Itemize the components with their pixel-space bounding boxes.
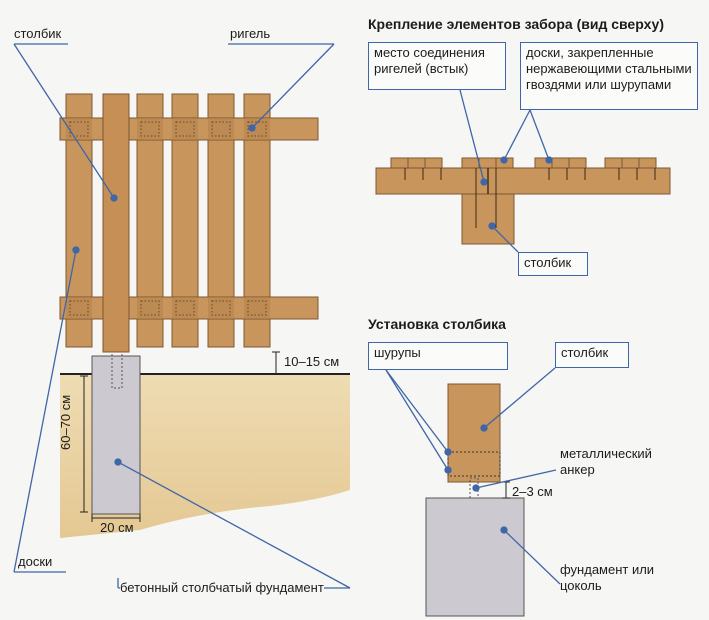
label-gap-install: 2–3 см: [512, 484, 553, 499]
install-foundation: [425, 497, 525, 617]
install-gap-dimension: [502, 481, 510, 499]
install-anchor-plate: [447, 451, 501, 477]
box-post-install: столбик: [555, 342, 629, 368]
box-joint: место соединения ригелей (встык): [368, 42, 506, 90]
topright-leaders: [459, 89, 553, 253]
label-foundation-install: фундамент или цоколь: [560, 562, 655, 593]
label-rail: ригель: [230, 26, 271, 41]
title-install: Установка столбика: [368, 316, 506, 332]
topview-boards: [390, 157, 657, 169]
depth-dimension: [80, 375, 88, 513]
topview-rail: [375, 167, 671, 195]
label-gap-left: 10–15 см: [284, 354, 340, 369]
label-anchor: металлический анкер: [560, 446, 652, 477]
fence-post: [102, 93, 130, 353]
concrete-foundation: [91, 355, 141, 515]
bottomright-leaders: [385, 367, 561, 585]
title-topview: Крепление элементов забора (вид сверху): [368, 16, 664, 32]
label-width: 20 см: [100, 520, 134, 535]
label-foundation-left: бетонный столбчатый фундамент: [120, 580, 324, 596]
topview-nails: [404, 168, 656, 228]
label-post-left: столбик: [14, 26, 62, 41]
gap-dimension: [272, 351, 280, 375]
label-depth: 60–70 см: [58, 394, 73, 450]
nail-marks: [69, 121, 267, 316]
box-boards: доски, закрепленные нержавеющими стальны…: [520, 42, 698, 110]
width-dimension: [91, 514, 141, 522]
label-boards: доски: [18, 554, 53, 569]
box-post-topview: столбик: [518, 252, 588, 276]
install-post: [447, 383, 501, 483]
topview-post: [461, 193, 515, 245]
box-screws: шурупы: [368, 342, 508, 370]
